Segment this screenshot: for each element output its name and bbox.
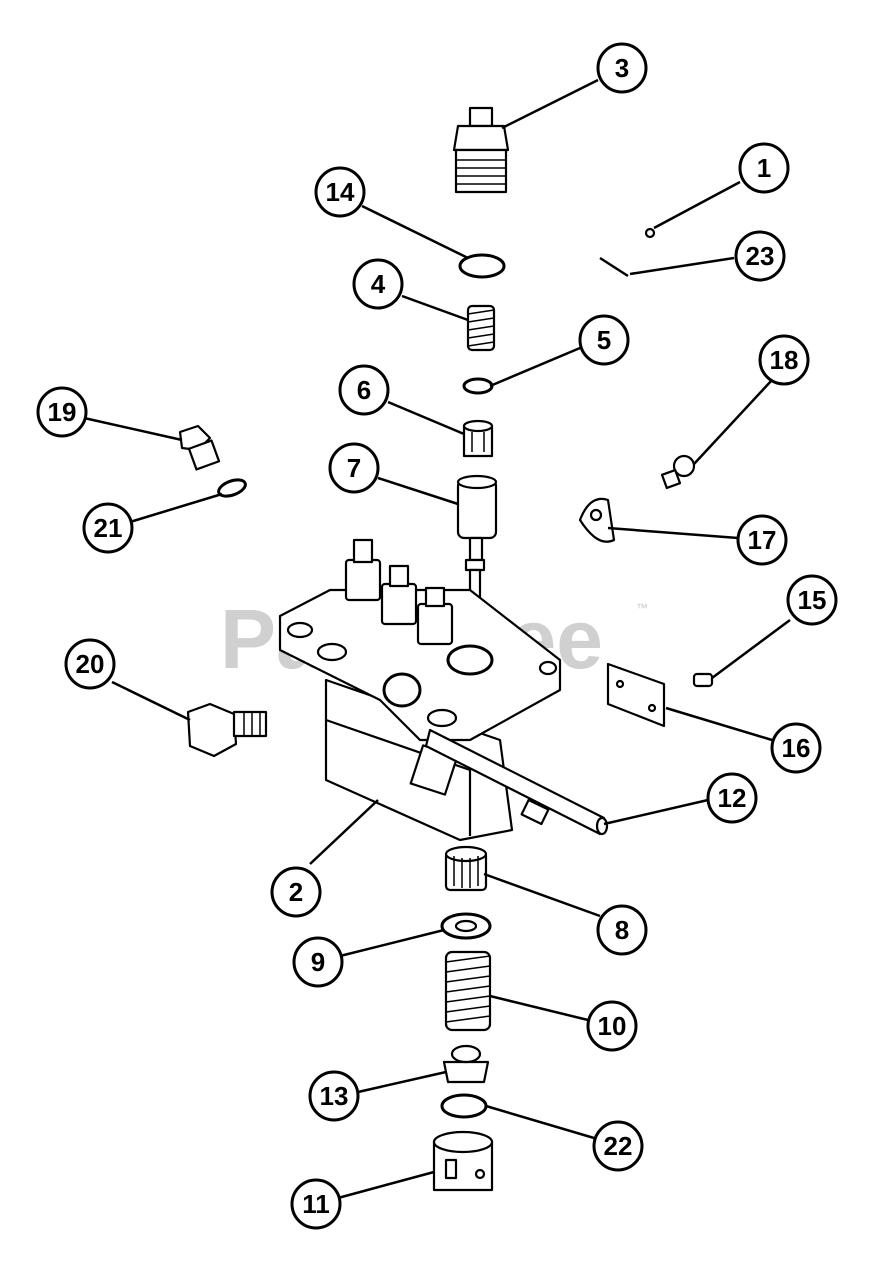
callout-9[interactable]: 9 xyxy=(292,936,344,988)
leader-2 xyxy=(309,799,379,865)
callout-1[interactable]: 1 xyxy=(738,142,790,194)
part-2-pump-body[interactable] xyxy=(278,538,562,842)
callout-2-label: 2 xyxy=(289,877,303,907)
callout-19[interactable]: 19 xyxy=(36,386,88,438)
part-14-gasket[interactable] xyxy=(458,253,506,279)
callout-11[interactable]: 11 xyxy=(290,1178,342,1230)
leader-23 xyxy=(629,256,735,276)
callout-2[interactable]: 2 xyxy=(270,866,322,918)
part-11-tappet[interactable] xyxy=(432,1130,494,1192)
leader-9 xyxy=(339,928,445,958)
leader-1 xyxy=(653,180,741,230)
leader-4 xyxy=(401,294,469,322)
callout-21-label: 21 xyxy=(94,513,123,543)
callout-3-label: 3 xyxy=(615,53,629,83)
callout-14-label: 14 xyxy=(326,177,355,207)
part-3-valve-holder[interactable] xyxy=(452,106,510,194)
leader-6 xyxy=(387,400,465,436)
callout-8-label: 8 xyxy=(615,915,629,945)
part-12-control-rod[interactable] xyxy=(424,728,609,836)
callout-6-label: 6 xyxy=(357,375,371,405)
callout-13-label: 13 xyxy=(320,1081,349,1111)
leader-17 xyxy=(607,526,739,540)
callout-16-label: 16 xyxy=(782,733,811,763)
leader-18 xyxy=(693,379,773,465)
callout-20[interactable]: 20 xyxy=(64,638,116,690)
leader-5 xyxy=(489,346,581,388)
callout-13[interactable]: 13 xyxy=(308,1070,360,1122)
callout-22[interactable]: 22 xyxy=(592,1120,644,1172)
callout-19-label: 19 xyxy=(48,397,77,427)
callout-21[interactable]: 21 xyxy=(82,502,134,554)
callout-4-label: 4 xyxy=(371,269,386,299)
part-18-screw[interactable] xyxy=(660,454,696,490)
callout-9-label: 9 xyxy=(311,947,325,977)
part-17-bracket[interactable] xyxy=(578,497,616,543)
part-22-shim[interactable] xyxy=(440,1093,488,1119)
callout-12[interactable]: 12 xyxy=(706,772,758,824)
part-6-valve[interactable] xyxy=(462,419,494,458)
leader-20 xyxy=(111,680,191,722)
callout-14[interactable]: 14 xyxy=(314,166,366,218)
callout-6[interactable]: 6 xyxy=(338,364,390,416)
leader-13 xyxy=(357,1070,447,1094)
part-23-wire[interactable] xyxy=(599,256,629,278)
callout-10[interactable]: 10 xyxy=(586,1000,638,1052)
part-5-ring[interactable] xyxy=(462,377,494,395)
callout-11-label: 11 xyxy=(302,1189,330,1219)
leader-22 xyxy=(485,1104,595,1140)
leader-lines xyxy=(83,78,791,1200)
leader-8 xyxy=(483,872,601,918)
part-9-washer[interactable] xyxy=(440,912,492,940)
leader-3 xyxy=(501,78,599,130)
callout-8[interactable]: 8 xyxy=(596,904,648,956)
callout-17[interactable]: 17 xyxy=(736,514,788,566)
leader-10 xyxy=(489,994,589,1022)
callout-18[interactable]: 18 xyxy=(758,334,810,386)
callout-7-label: 7 xyxy=(347,453,361,483)
watermark-trademark: ™ xyxy=(636,601,648,615)
callout-12-label: 12 xyxy=(718,783,747,813)
leader-16 xyxy=(665,706,773,742)
part-4-spring[interactable] xyxy=(466,304,496,352)
callout-20-label: 20 xyxy=(76,649,105,679)
callout-3[interactable]: 3 xyxy=(596,42,648,94)
callout-4[interactable]: 4 xyxy=(352,258,404,310)
callout-23[interactable]: 23 xyxy=(734,230,786,282)
callout-5[interactable]: 5 xyxy=(578,314,630,366)
part-1-pin[interactable] xyxy=(644,227,656,239)
callout-5-label: 5 xyxy=(597,325,611,355)
leader-21 xyxy=(129,492,223,524)
callout-16[interactable]: 16 xyxy=(770,722,822,774)
leader-15 xyxy=(711,618,791,680)
part-15-bolt[interactable] xyxy=(692,672,714,688)
callout-10-label: 10 xyxy=(598,1011,627,1041)
part-8-pinion[interactable] xyxy=(444,845,488,892)
part-13-seat[interactable] xyxy=(442,1044,490,1084)
callout-15-label: 15 xyxy=(798,585,827,615)
callout-17-label: 17 xyxy=(748,525,777,555)
leader-12 xyxy=(603,798,709,826)
part-7-plunger[interactable] xyxy=(456,474,498,600)
leader-11 xyxy=(337,1170,435,1200)
callout-15[interactable]: 15 xyxy=(786,574,838,626)
part-19-bolt[interactable] xyxy=(178,424,221,471)
callout-22-label: 22 xyxy=(604,1131,633,1161)
part-20-plug[interactable] xyxy=(186,702,268,758)
part-10-spring[interactable] xyxy=(444,950,492,1032)
leader-7 xyxy=(377,476,459,506)
callout-23-label: 23 xyxy=(746,241,775,271)
leader-14 xyxy=(361,204,469,260)
part-16-plate[interactable] xyxy=(606,662,666,728)
leader-19 xyxy=(83,416,183,442)
part-21-washer[interactable] xyxy=(216,477,247,500)
callout-18-label: 18 xyxy=(770,345,799,375)
callout-7[interactable]: 7 xyxy=(328,442,380,494)
callout-1-label: 1 xyxy=(757,153,771,183)
